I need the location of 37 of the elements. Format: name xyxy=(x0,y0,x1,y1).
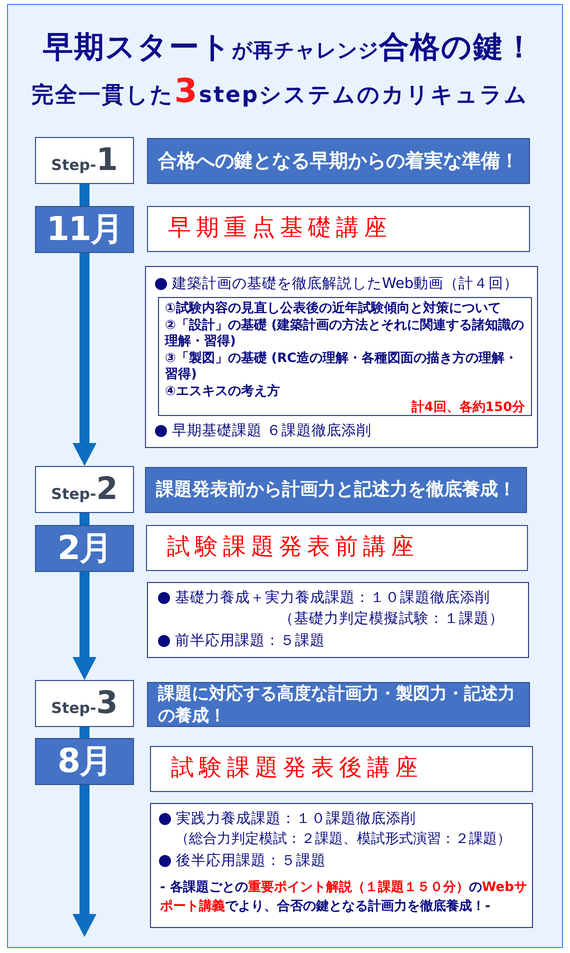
list-item: 後半応用課題：５課題 xyxy=(176,852,326,871)
timeline-line xyxy=(80,513,90,525)
course-title-box: 試験課題発表後講座 xyxy=(150,746,533,792)
list-item: （総合力判定模試：２課題、模試形式演習：２課題） xyxy=(175,830,511,849)
timeline-arrow xyxy=(72,785,96,937)
list-item: ②「設計」の基礎 (建築計画の方法とそれに関連する諸知識の理解・習得) xyxy=(165,318,525,350)
month-box: 8月 xyxy=(35,738,134,785)
step-label-box: Step-2 xyxy=(35,466,134,513)
timeline-line xyxy=(80,727,90,738)
timeline-arrow xyxy=(72,572,96,680)
list-item: 実践力養成課題：１０課題徹底添削 xyxy=(176,810,416,829)
heading-banner: 課題に対応する高度な計画力・製図力・記述力の養成！ xyxy=(147,682,530,727)
month-box: 11月 xyxy=(35,206,134,253)
note-text: - 各課題ごとの重要ポイント解説（１課題１５０分）のWebサポート講義でより、合否の鍵となる計画力を徹底養成！- xyxy=(160,878,528,916)
list-item: ③「製図」の基礎 (RC造の理解・各種図面の描き方の理解・習得) xyxy=(165,350,518,384)
list-item: 建築計画の基礎を徹底解説したWeb動画（計４回） xyxy=(172,274,519,294)
list-item: 前半応用課題：５課題 xyxy=(175,632,325,651)
list-item: 基礎力養成＋実力養成課題：１０課題徹底添削 xyxy=(175,588,490,608)
course-title-box: 早期重点基礎講座 xyxy=(147,206,530,252)
content-box xyxy=(150,803,533,928)
list-item: 早期基礎課題 ６課題徹底添削 xyxy=(172,422,372,441)
course-title-box: 試験課題発表前講座 xyxy=(146,525,528,571)
list-item: ①試験内容の見直し公表後の近年試験傾向と対策について xyxy=(165,301,501,318)
title: 早期スタートが再チャレンジ合格の鍵！ xyxy=(43,29,535,67)
list-item: （基礎力判定模擬試験：１課題） xyxy=(279,610,504,629)
heading-banner: 課題発表前から計画力と記述力を徹底養成！ xyxy=(145,467,527,513)
timeline-line xyxy=(80,184,90,206)
timeline-arrow xyxy=(72,253,96,466)
heading-banner: 合格への鍵となる早期からの着実な準備！ xyxy=(147,138,530,184)
step-label-box: Step-1 xyxy=(35,137,134,184)
content-box xyxy=(145,266,538,448)
list-item: ④エスキスの考え方 xyxy=(165,384,280,400)
month-box: 2月 xyxy=(35,525,134,572)
inner-box xyxy=(158,297,532,416)
duration-note: 計4回、各約150分 xyxy=(411,400,525,416)
step-label-box: Step-3 xyxy=(35,680,134,727)
content-box xyxy=(147,582,529,658)
